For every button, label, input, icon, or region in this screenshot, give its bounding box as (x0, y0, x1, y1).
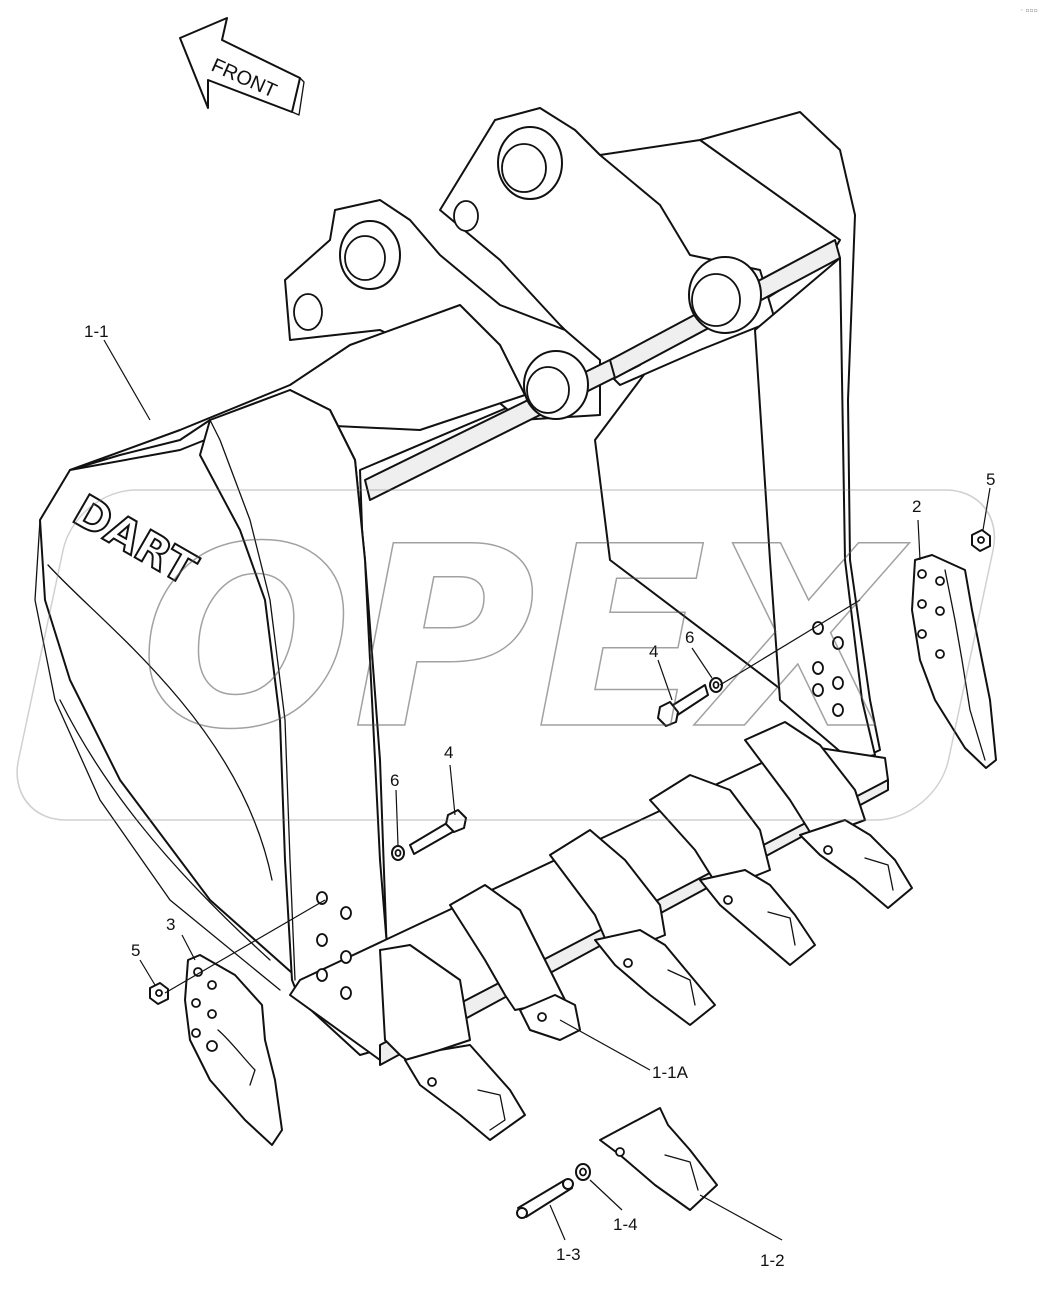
callout-5-right: 5 (986, 470, 995, 489)
nut-right-part (971, 529, 991, 552)
callout-5-left: 5 (131, 941, 140, 960)
callout-2: 2 (912, 497, 921, 516)
washer-left-part (391, 845, 405, 861)
corner-mark: ◦ ▫▫▫ (1020, 7, 1038, 14)
tooth-1 (379, 944, 526, 1141)
washer-right-part (709, 677, 723, 693)
callout-1-1a: 1-1A (652, 1063, 689, 1082)
pin-lock-part (575, 1163, 591, 1181)
callout-6-right: 6 (685, 628, 694, 647)
callout-1-2: 1-2 (760, 1251, 785, 1270)
tooth-pin-part (516, 1178, 574, 1219)
bucket-teeth (379, 721, 913, 1141)
callout-1-3: 1-3 (556, 1245, 581, 1264)
bolt-left-part (409, 809, 467, 855)
callout-4-left: 4 (444, 743, 453, 762)
right-side-cutter-part (911, 554, 997, 769)
tooth-5 (744, 721, 913, 909)
tooth-point-part (599, 1107, 718, 1211)
callout-3: 3 (166, 915, 175, 934)
callout-1-1: 1-1 (84, 322, 109, 341)
front-direction-arrow: FRONT (179, 17, 305, 116)
callout-4-right: 4 (649, 642, 658, 661)
bolt-right-part (657, 684, 709, 727)
left-side-cutter-part (184, 954, 283, 1146)
nut-left-part (149, 982, 169, 1005)
tooth-3 (549, 829, 716, 1026)
watermark: OPEX (16, 489, 996, 821)
tooth-4 (649, 774, 816, 966)
watermark-text: OPEX (140, 493, 910, 784)
callout-6-left: 6 (390, 771, 399, 790)
leader-lines (103, 339, 991, 1241)
callout-1-4: 1-4 (613, 1215, 638, 1234)
tooth-2 (449, 884, 581, 1041)
